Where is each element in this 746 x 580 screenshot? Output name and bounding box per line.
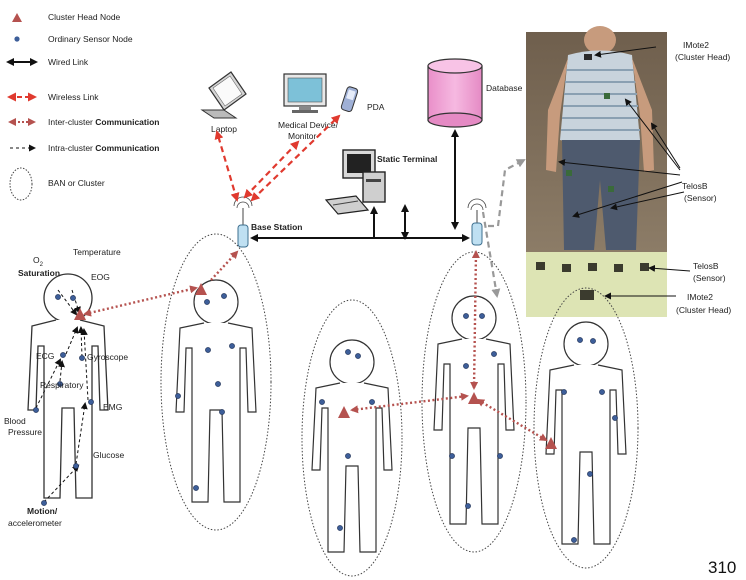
intra-cluster-arrows (35, 289, 89, 503)
telos-low-label-2: (Sensor) (693, 273, 726, 283)
legend-intra-label: Intra-cluster (48, 143, 93, 153)
pda-icon (340, 86, 359, 112)
legend-ban: BAN or Cluster (48, 178, 105, 188)
legend-intra-bold: Communication (95, 143, 159, 153)
ban-cluster-2 (160, 233, 272, 531)
body-cluster-2 (175, 279, 257, 503)
legend-inter-bold: Communication (95, 117, 159, 127)
sensor-node-legend-icon (14, 36, 20, 42)
imote-low-label-2: (Cluster Head) (676, 305, 731, 315)
eog-label: EOG (91, 272, 110, 282)
imote-top-label-2: (Cluster Head) (675, 52, 730, 62)
right-antenna-icon (467, 198, 487, 246)
telos-mid-label-1: TelosB (682, 181, 708, 191)
cluster-head-node (338, 406, 350, 418)
body-cluster-5 (545, 321, 627, 545)
cluster-head-legend-icon (12, 13, 22, 22)
ban-cluster-3 (301, 299, 403, 577)
cluster-head-nodes (74, 283, 557, 449)
base-station-label: Base Station (251, 222, 303, 232)
temperature-label: Temperature (73, 247, 121, 257)
imote-low-label-1: IMote2 (687, 292, 713, 302)
wireless-links (214, 114, 341, 202)
ecg-label: ECG (36, 351, 54, 361)
legend: Cluster Head Node Ordinary Sensor Node W… (6, 12, 159, 201)
saturation-label: Saturation (18, 268, 60, 278)
sensor-photo (526, 26, 667, 317)
legend-cluster-head: Cluster Head Node (48, 12, 121, 22)
gyroscope-label: Gyroscope (87, 352, 128, 362)
cluster-head-node (74, 308, 86, 320)
emg-label: EMG (103, 402, 122, 412)
base-station-antenna-icon (233, 196, 253, 248)
telos-mid-label-2: (Sensor) (684, 193, 717, 203)
respiratory-label: Respiratory (40, 380, 84, 390)
blood-label: Blood (4, 416, 26, 426)
telos-low-label-1: TelosB (693, 261, 719, 271)
legend-inter-label: Inter-cluster (48, 117, 93, 127)
glucose-label: Glucose (93, 450, 124, 460)
accelerometer-label: accelerometer (8, 518, 62, 528)
svg-text:Intra-cluster Communication: Intra-cluster Communication (48, 143, 159, 153)
database-label: Database (486, 83, 523, 93)
imote-top-label-1: IMote2 (683, 40, 709, 50)
ban-cluster-legend-icon (9, 167, 33, 201)
pda-label: PDA (367, 102, 385, 112)
page-number: 310 (708, 558, 736, 577)
legend-wireless: Wireless Link (48, 92, 99, 102)
svg-text:Inter-cluster Communication: Inter-cluster Communication (48, 117, 159, 127)
wired-links (250, 129, 470, 242)
sensor-nodes (33, 293, 618, 543)
o2-label: O2 (33, 255, 44, 268)
laptop-label: Laptop (211, 124, 237, 134)
body-cluster-3 (311, 339, 393, 553)
medical-device-label-1: Medical Device/ (278, 120, 339, 130)
laptop-icon (200, 71, 247, 119)
gray-wireless-link (481, 159, 526, 298)
database-icon (427, 58, 483, 128)
static-terminal-label: Static Terminal (377, 154, 437, 164)
cluster-head-node (545, 437, 557, 449)
legend-wired: Wired Link (48, 57, 89, 67)
body-sensor-labels: O2 Saturation Temperature EOG ECG Gyrosc… (4, 247, 128, 528)
legend-ordinary-node: Ordinary Sensor Node (48, 34, 133, 44)
cluster-head-node (468, 392, 480, 404)
photo-annotations (558, 46, 691, 300)
pressure-label: Pressure (8, 427, 42, 437)
body-cluster-4 (433, 295, 515, 525)
inter-cluster-links (83, 250, 548, 442)
motion-label: Motion/ (27, 506, 58, 516)
cluster-head-node (195, 283, 207, 295)
medical-device-label-2: Monitor (288, 131, 317, 141)
medical-monitor-icon (283, 73, 327, 113)
